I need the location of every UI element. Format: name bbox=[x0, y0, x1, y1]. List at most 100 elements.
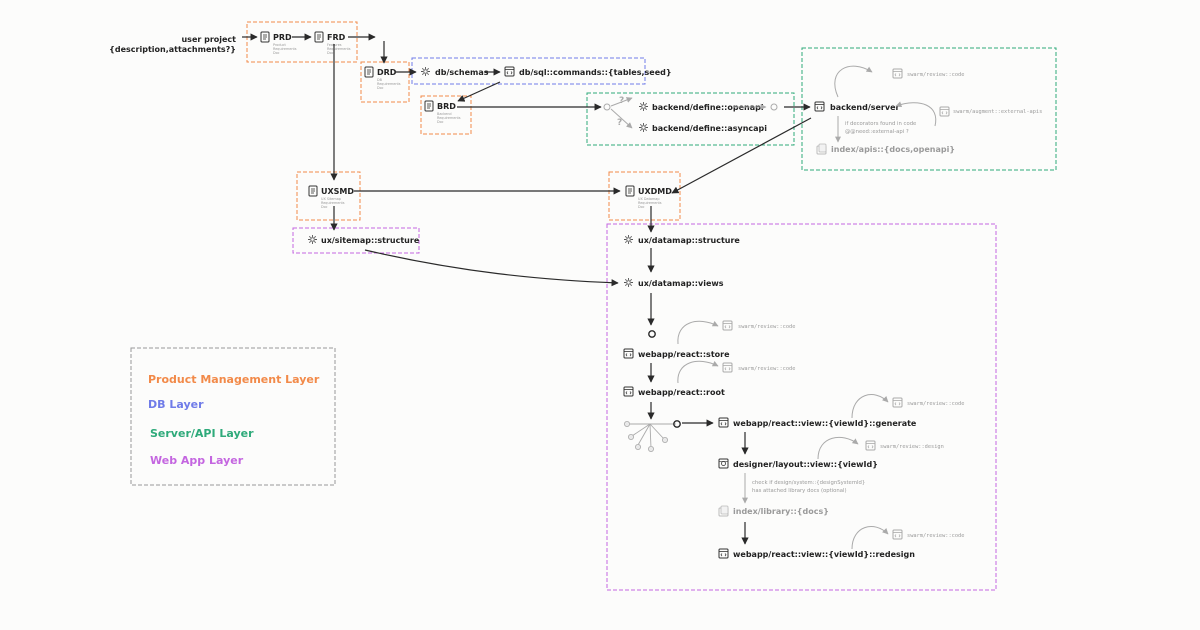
input-line-1: user project bbox=[181, 35, 236, 44]
node-be-openapi-label: backend/define::openapi bbox=[652, 103, 764, 112]
doc-uxsmd-sub: Doc bbox=[321, 205, 328, 209]
node-db-schemas-label: db/schemas bbox=[435, 68, 489, 77]
code-file-icon bbox=[865, 440, 876, 451]
legend-webapp: Web App Layer bbox=[150, 454, 244, 467]
doc-uxdmd-sub: UX Datamap bbox=[638, 197, 660, 201]
code-file-icon bbox=[718, 417, 729, 428]
muted-arrows bbox=[610, 65, 937, 550]
code-file-icon bbox=[939, 106, 950, 117]
node-be-asyncapi-label: backend/define::asyncapi bbox=[652, 124, 767, 133]
swarm-review-code-store[interactable]: swarm/review::code bbox=[722, 320, 795, 331]
legend-db: DB Layer bbox=[148, 398, 204, 411]
note-design-check: check if design/system::{designSystemId} bbox=[752, 480, 865, 486]
code-file-icon bbox=[504, 66, 515, 77]
node-be-server-label: backend/server bbox=[830, 103, 900, 112]
gear-icon bbox=[307, 234, 318, 245]
node-ux-sitemap[interactable]: ux/sitemap::structure bbox=[307, 234, 420, 245]
doc-uxsmd[interactable]: UXSMD UX Sitemap Requirements Doc bbox=[308, 185, 354, 209]
node-wa-generate[interactable]: webapp/react::view::{viewId}::generate bbox=[718, 417, 917, 428]
question-mark: ? bbox=[617, 118, 622, 128]
swarm-review-design-label: swarm/review::design bbox=[880, 444, 944, 450]
node-ux-sitemap-label: ux/sitemap::structure bbox=[321, 236, 420, 245]
document-icon bbox=[424, 100, 434, 112]
node-db-sql-label: db/sql::commands::{tables,seed} bbox=[519, 68, 672, 77]
swarm-review-code-root[interactable]: swarm/review::code bbox=[722, 362, 795, 373]
node-idx-library[interactable]: index/library::{docs} bbox=[718, 505, 829, 517]
legend-server: Server/API Layer bbox=[150, 427, 254, 440]
code-file-icon bbox=[718, 548, 729, 559]
branch-node bbox=[603, 103, 611, 111]
gear-icon bbox=[420, 66, 431, 77]
swarm-review-design[interactable]: swarm/review::design bbox=[865, 440, 944, 451]
swarm-augment-apis[interactable]: swarm/augment::external-apis bbox=[939, 106, 1042, 117]
question-mark: ? bbox=[619, 96, 624, 106]
node-wa-root[interactable]: webapp/react::root bbox=[623, 386, 725, 397]
note-decorators: if decorators found in code bbox=[845, 121, 916, 127]
parallel-views-cluster bbox=[624, 420, 681, 452]
code-file-icon bbox=[722, 320, 733, 331]
flow-arrows bbox=[242, 33, 812, 545]
node-wa-root-label: webapp/react::root bbox=[638, 388, 725, 397]
doc-drd-title: DRD bbox=[377, 68, 397, 77]
prd-frd-container bbox=[246, 21, 358, 63]
node-wa-redesign[interactable]: webapp/react::view::{viewId}::redesign bbox=[718, 548, 915, 559]
doc-uxdmd-title: UXDMD bbox=[638, 187, 672, 196]
code-file-icon bbox=[892, 68, 903, 79]
swarm-review-code-label: swarm/review::code bbox=[907, 401, 964, 407]
doc-frd[interactable]: FRD Features Requirements Doc bbox=[314, 31, 351, 55]
doc-prd-title: PRD bbox=[273, 33, 292, 42]
node-be-openapi[interactable]: backend/define::openapi bbox=[638, 101, 764, 112]
server-layer-container bbox=[801, 47, 1057, 171]
doc-uxdmd[interactable]: UXDMD UX Datamap Requirements Doc bbox=[625, 185, 672, 209]
uxsmd-container bbox=[296, 171, 361, 221]
doc-uxsmd-title: UXSMD bbox=[321, 187, 354, 196]
webapp-start-node bbox=[648, 330, 656, 338]
node-be-server[interactable]: backend/server bbox=[814, 101, 900, 112]
index-icon bbox=[816, 143, 827, 155]
node-be-asyncapi[interactable]: backend/define::asyncapi bbox=[638, 122, 767, 133]
gear-icon bbox=[638, 101, 649, 112]
node-db-sql[interactable]: db/sql::commands::{tables,seed} bbox=[504, 66, 672, 77]
swarm-review-code-label: swarm/review::code bbox=[738, 366, 795, 372]
swarm-review-code-redesign[interactable]: swarm/review::code bbox=[892, 529, 964, 540]
gear-icon bbox=[623, 234, 634, 245]
node-ux-dm-structure[interactable]: ux/datamap::structure bbox=[623, 234, 740, 245]
swarm-review-code-server[interactable]: swarm/review::code bbox=[892, 68, 964, 79]
doc-drd-sub: Requirements bbox=[377, 82, 401, 86]
doc-drd[interactable]: DRD DB Requirements Doc bbox=[364, 66, 401, 90]
doc-brd-sub: Requirements bbox=[437, 116, 461, 120]
code-file-icon bbox=[892, 529, 903, 540]
merge-node bbox=[770, 103, 778, 111]
node-idx-library-label: index/library::{docs} bbox=[733, 507, 829, 516]
gear-icon bbox=[638, 122, 649, 133]
document-icon bbox=[308, 185, 318, 197]
doc-drd-sub: DB bbox=[377, 78, 383, 82]
doc-prd[interactable]: PRD Product Requirements Doc bbox=[260, 31, 297, 55]
document-icon bbox=[364, 66, 374, 78]
node-wa-redesign-label: webapp/react::view::{viewId}::redesign bbox=[733, 550, 915, 559]
node-des-layout-label: designer/layout::view::{viewId} bbox=[733, 460, 878, 469]
node-idx-apis[interactable]: index/apis::{docs,openapi} bbox=[816, 143, 955, 155]
node-des-layout[interactable]: designer/layout::view::{viewId} bbox=[718, 458, 878, 469]
node-ux-dm-views-label: ux/datamap::views bbox=[638, 279, 724, 288]
legend-product: Product Management Layer bbox=[148, 373, 320, 386]
node-ux-dm-views[interactable]: ux/datamap::views bbox=[623, 277, 724, 288]
node-wa-store[interactable]: webapp/react::store bbox=[623, 348, 730, 359]
api-define-container bbox=[586, 92, 795, 146]
doc-uxdmd-sub: Doc bbox=[638, 205, 645, 209]
document-icon bbox=[314, 31, 324, 43]
node-db-schemas[interactable]: db/schemas bbox=[420, 66, 489, 77]
doc-uxsmd-sub: UX Sitemap bbox=[321, 197, 341, 201]
design-icon bbox=[718, 458, 729, 469]
brd-container bbox=[420, 95, 472, 135]
doc-brd-sub: Backend bbox=[437, 112, 452, 116]
note-decorators: @@need::external-api ? bbox=[845, 129, 909, 135]
swarm-review-code-generate[interactable]: swarm/review::code bbox=[892, 397, 964, 408]
node-wa-store-label: webapp/react::store bbox=[638, 350, 730, 359]
doc-prd-sub: Requirements bbox=[273, 47, 297, 51]
legend-box bbox=[130, 347, 336, 486]
document-icon bbox=[260, 31, 270, 43]
doc-drd-sub: Doc bbox=[377, 86, 384, 90]
swarm-augment-apis-label: swarm/augment::external-apis bbox=[953, 109, 1042, 115]
doc-brd[interactable]: BRD Backend Requirements Doc bbox=[424, 100, 461, 124]
